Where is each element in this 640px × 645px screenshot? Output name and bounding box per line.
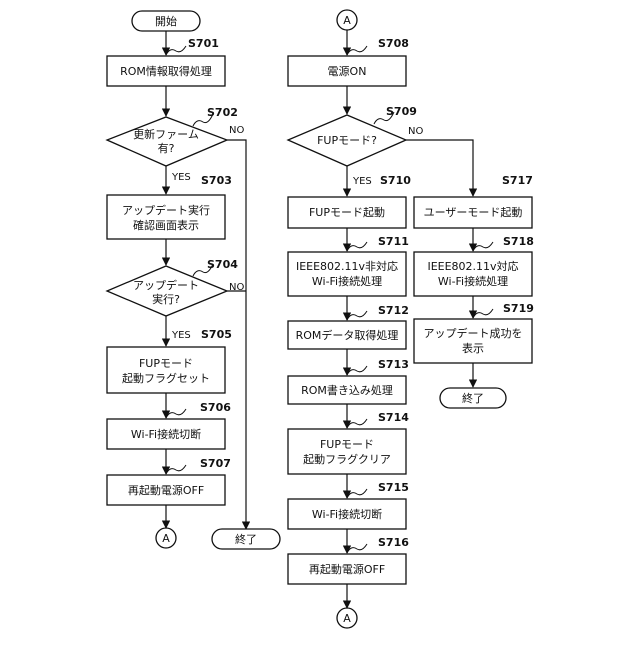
step-id-s717: S717 [502,174,533,187]
step-id-s704: S704 [207,258,238,271]
step-id-s715: S715 [378,481,409,494]
step-s719: S719 アップデート成功を 表示 [414,302,534,363]
process-fup-flag-clear-line1: FUPモード [320,438,374,451]
step-id-s711: S711 [378,235,409,248]
connector-a-top: A [337,10,357,30]
step-id-s706: S706 [200,401,231,414]
step-s711: S711 IEEE802.11v非対応 Wi-Fi接続処理 [288,235,409,296]
decision-update-firmware-line2: 有? [158,141,175,155]
step-id-s710: S710 [380,174,411,187]
process-update-confirm-line1: アップデート実行 [122,203,210,217]
step-id-s716: S716 [378,536,409,549]
step-s712: S712 ROMデータ取得処理 [288,304,409,349]
end-terminal-left: 終了 [212,529,280,549]
connector-a-bottom-label: A [343,612,351,625]
process-update-confirm-line2: 確認画面表示 [133,218,199,232]
process-ieee-supported-line1: IEEE802.11v対応 [427,259,518,273]
connector-a-bottom: A [337,608,357,628]
step-s706: S706 Wi-Fi接続切断 [107,401,231,449]
step-id-s714: S714 [378,411,409,424]
end-left-label: 終了 [235,532,257,546]
step-id-s713: S713 [378,358,409,371]
decision-s702: S702 更新ファーム 有? YES NO [107,106,244,183]
step-s707: S707 再起動電源OFF [107,457,231,505]
step-id-s718: S718 [503,235,534,248]
process-ieee-non-supported-line2: Wi-Fi接続処理 [312,274,382,288]
step-s710: S710 FUPモード起動 [288,174,411,228]
step-s714: S714 FUPモード 起動フラグクリア [288,411,409,474]
process-rom-data-get: ROMデータ取得処理 [296,328,399,342]
left-flow: 開始 S701 ROM情報取得処理 S702 更新ファーム 有? YES NO … [107,11,280,549]
step-id-s703: S703 [201,174,232,187]
process-rom-info: ROM情報取得処理 [120,65,212,78]
step-s718: S718 IEEE802.11v対応 Wi-Fi接続処理 [414,235,534,296]
end-terminal-right: 終了 [440,388,506,408]
process-reboot-power-off-2: 再起動電源OFF [309,562,385,576]
right-flow: S717 ユーザーモード起動 S718 IEEE802.11v対応 Wi-Fi接… [406,140,534,408]
step-id-s712: S712 [378,304,409,317]
connector-a-top-label: A [343,14,351,27]
s709-no-label: NO [408,126,423,137]
process-reboot-power-off: 再起動電源OFF [128,483,204,497]
process-fup-flag-set-line2: 起動フラグセット [122,371,210,385]
end-right-label: 終了 [462,391,484,405]
step-s716: S716 再起動電源OFF [288,536,409,584]
process-wifi-disconnect: Wi-Fi接続切断 [131,427,201,441]
step-id-s701: S701 [188,37,219,50]
process-power-on: 電源ON [328,64,367,78]
step-id-s702: S702 [207,106,238,119]
step-id-s707: S707 [200,457,231,470]
s702-no-label: NO [229,125,244,136]
start-label: 開始 [155,14,177,28]
middle-flow: A S708 電源ON S709 FUPモード? YES NO S710 FUP… [288,10,423,628]
process-user-mode-start: ユーザーモード起動 [424,205,523,219]
connector-a-left-label: A [162,532,170,545]
step-s703: S703 アップデート実行 確認画面表示 [107,174,232,239]
process-show-update-success-line2: 表示 [462,341,484,355]
decision-execute-update-line1: アップデート [133,278,199,292]
decision-fup-mode: FUPモード? [317,134,377,147]
process-rom-write: ROM書き込み処理 [301,383,393,397]
step-id-s708: S708 [378,37,409,50]
step-s708: S708 電源ON [288,37,409,86]
start-terminal: 開始 [132,11,200,31]
s709-yes-label: YES [352,176,372,187]
process-fup-mode-start: FUPモード起動 [309,205,385,219]
process-wifi-disconnect-2: Wi-Fi接続切断 [312,507,382,521]
process-ieee-non-supported-line1: IEEE802.11v非対応 [296,259,398,273]
step-id-s705: S705 [201,328,232,341]
process-show-update-success-line1: アップデート成功を [424,326,523,340]
process-fup-flag-set-line1: FUPモード [139,357,193,370]
decision-update-firmware-line1: 更新ファーム [133,127,199,141]
step-s715: S715 Wi-Fi接続切断 [288,481,409,529]
step-id-s719: S719 [503,302,534,315]
step-s713: S713 ROM書き込み処理 [288,358,409,404]
step-s705: S705 FUPモード 起動フラグセット [107,328,232,393]
s704-yes-label: YES [171,330,191,341]
decision-execute-update-line2: 実行? [152,292,180,306]
s702-yes-label: YES [171,172,191,183]
step-id-s709: S709 [386,105,417,118]
process-fup-flag-clear-line2: 起動フラグクリア [303,452,391,466]
process-ieee-supported-line2: Wi-Fi接続処理 [438,274,508,288]
connector-a-left: A [156,528,176,548]
